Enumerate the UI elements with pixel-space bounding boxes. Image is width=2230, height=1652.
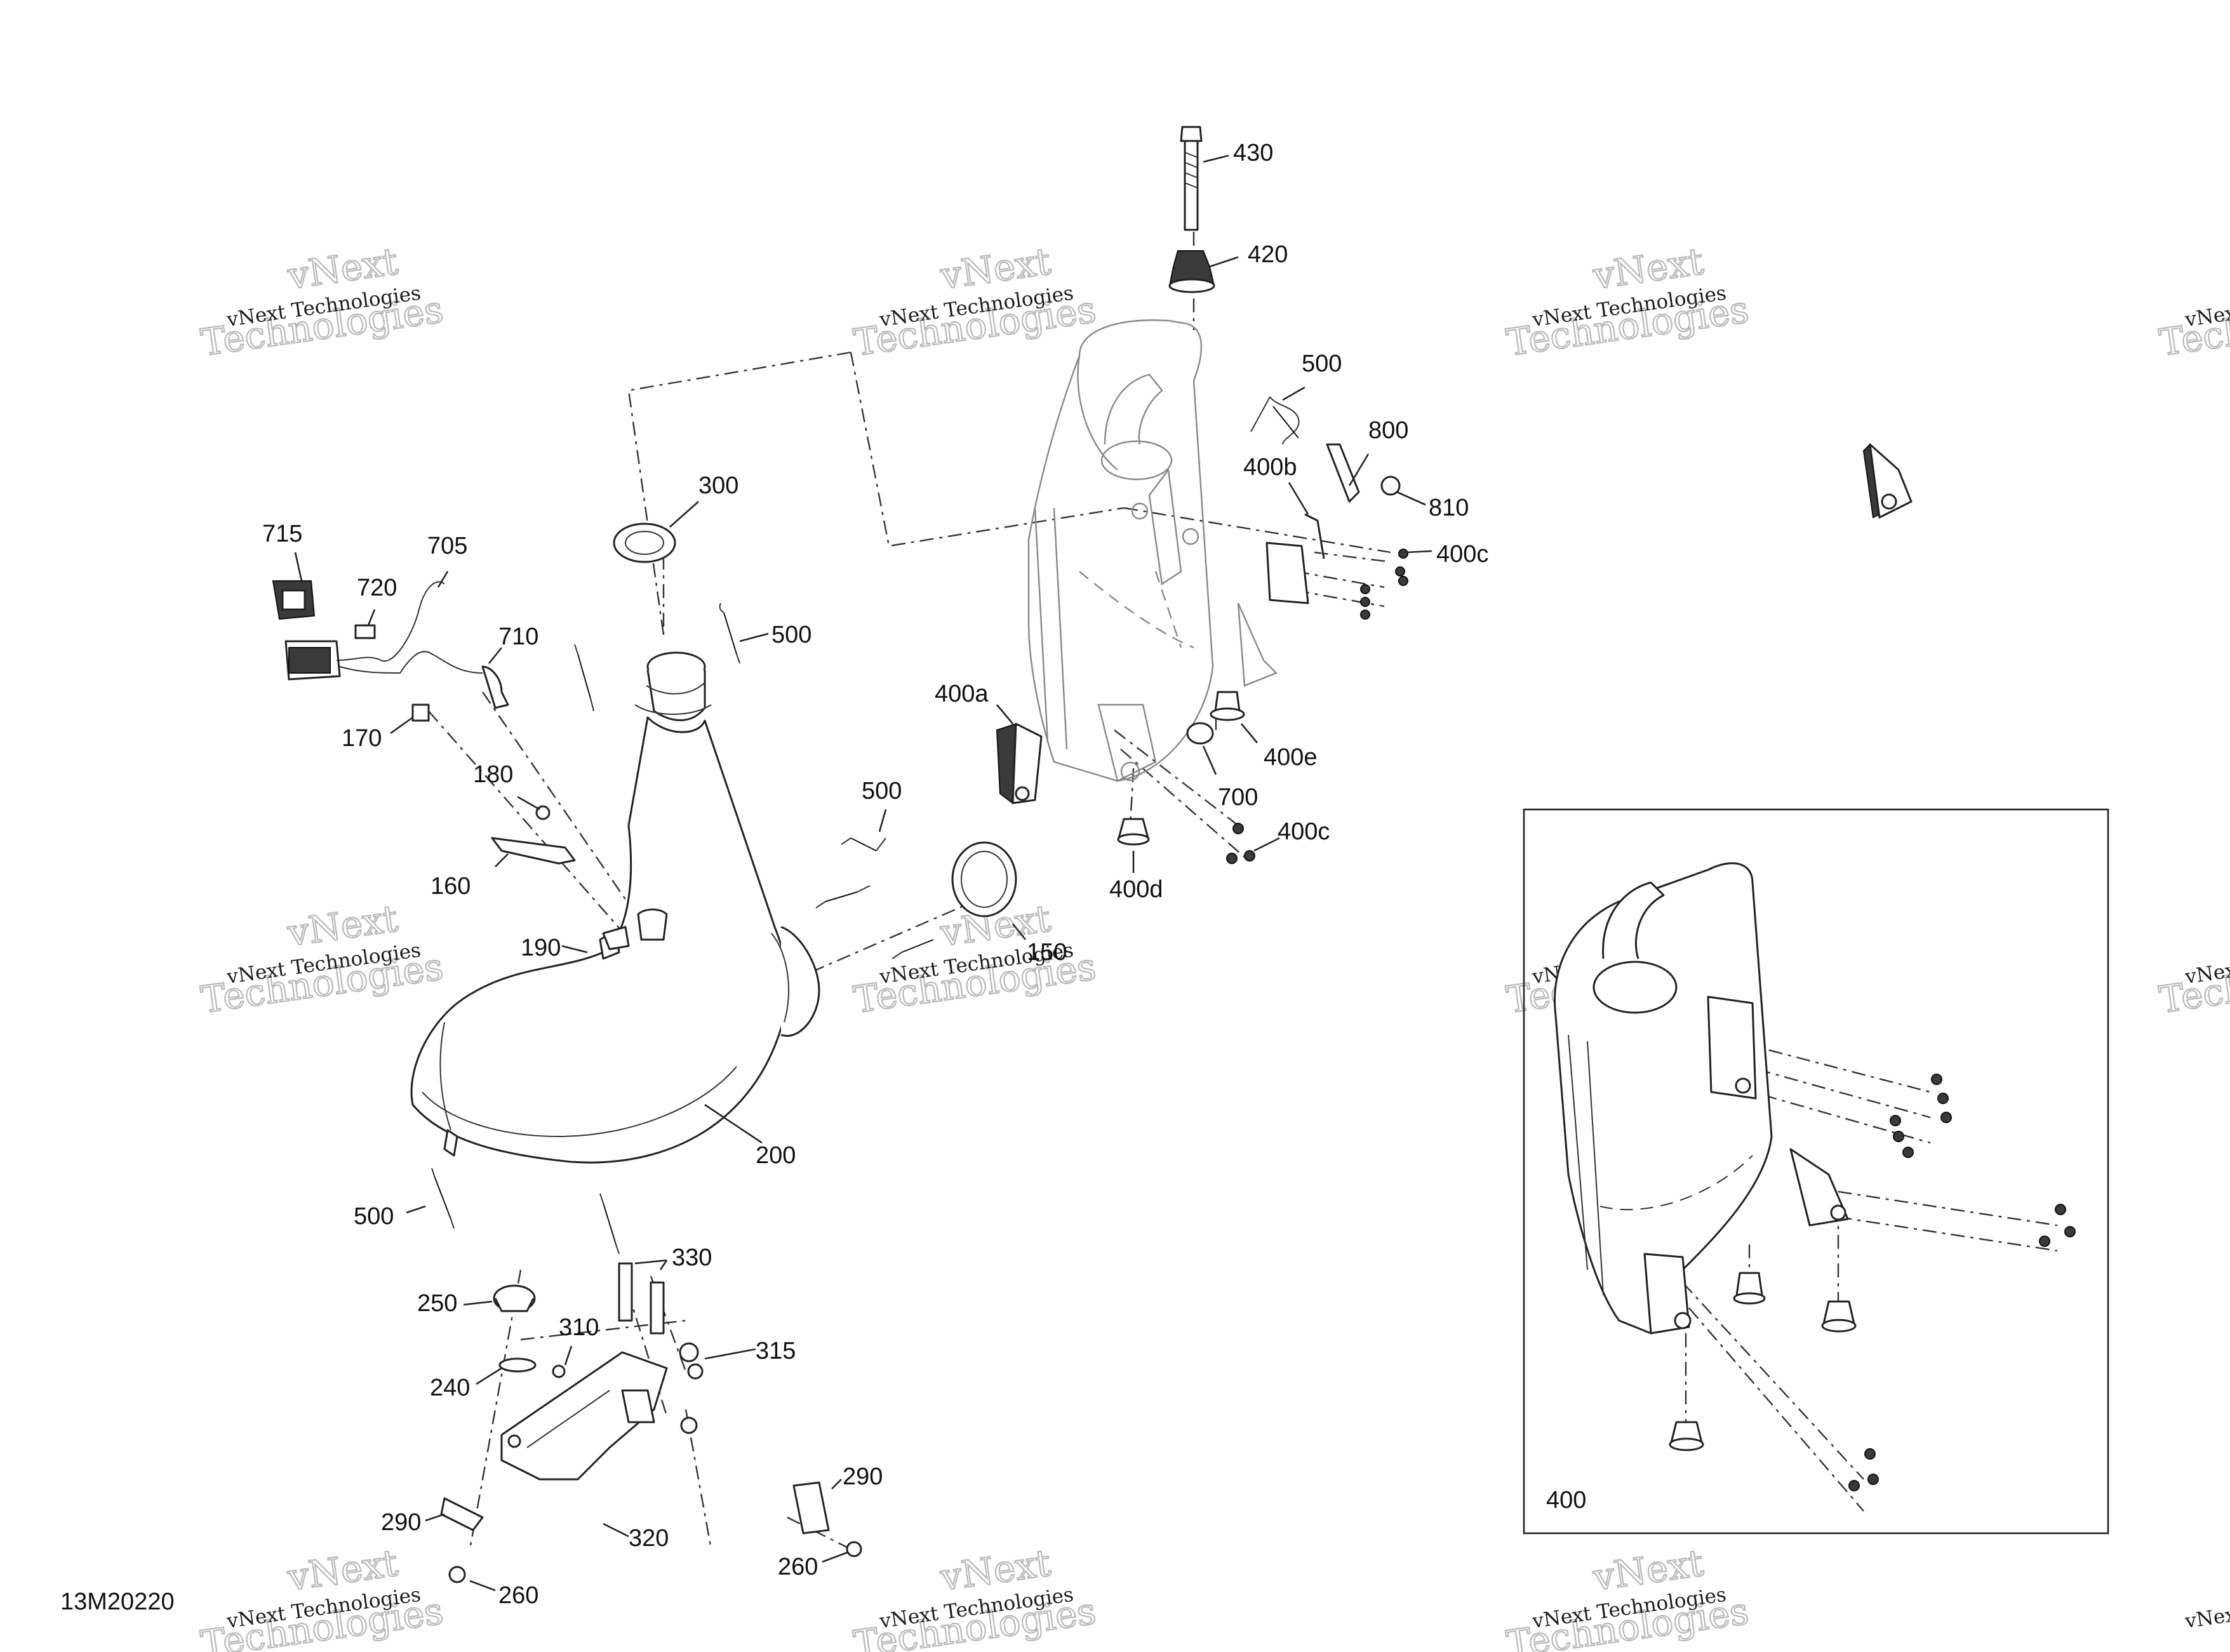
watermark: Technologies vNext Technologies vNext: [1503, 239, 1752, 365]
springs: [431, 603, 934, 1255]
watermark: Technologies vNext Technologies vNext: [197, 239, 446, 365]
inset-label: 400: [1546, 1487, 1586, 1514]
watermark: Technologies vNext Technologies vNext: [850, 239, 1099, 365]
callout-160: 160: [431, 873, 471, 900]
bracket-160: [491, 805, 668, 950]
watermark: Technologies vNext Technologies: [2156, 282, 2230, 365]
callout-810: 810: [1429, 495, 1469, 521]
callout-400c: 400c: [1436, 541, 1488, 568]
nut-810: [1380, 476, 1401, 496]
inset-400-panel: 400: [1523, 808, 2109, 1535]
callout-150: 150: [1027, 939, 1067, 966]
clip-800: [1326, 443, 1360, 503]
watermarks: Technologies vNext Technologies vNext Te…: [197, 239, 2230, 1652]
callout-420: 420: [1248, 241, 1288, 268]
callout-260: 260: [498, 1582, 538, 1609]
watermark: Technologies vNext Technologies: [2156, 939, 2230, 1022]
callout-290: 290: [381, 1509, 421, 1536]
bracket-standalone: [1862, 443, 1913, 519]
callout-715: 715: [262, 521, 302, 547]
ring-300: [613, 523, 676, 563]
svg-text:vNext Technologies: vNext Technologies: [2183, 939, 2230, 989]
inset-frame: [1523, 808, 2109, 1535]
callout-250: 250: [417, 1290, 457, 1317]
callout-180: 180: [473, 761, 513, 788]
muffler: [1027, 319, 1278, 782]
callout-720: 720: [357, 575, 397, 601]
callout-200: 200: [756, 1142, 796, 1169]
callout-400b: 400b: [1243, 454, 1297, 481]
leader-lines: [294, 154, 1432, 1592]
callout-240: 240: [430, 1375, 470, 1401]
callout-500: 500: [771, 622, 811, 648]
expansion-chamber-200: [410, 651, 820, 1164]
watermark: Technologies vNext Technologies vNext: [197, 1540, 446, 1652]
drawing-number: 13M20220: [60, 1589, 175, 1615]
heat-shield-400a: [996, 723, 1043, 804]
callout-300: 300: [698, 472, 738, 499]
callout-170: 170: [342, 725, 382, 752]
svg-text:vNext Technologies: vNext Technologies: [2183, 1583, 2230, 1634]
callout-330: 330: [672, 1244, 712, 1271]
svg-text:vNext Technologies: vNext Technologies: [2183, 282, 2230, 332]
screws-400c-bottom: [1226, 823, 1255, 864]
callout-430: 430: [1233, 140, 1273, 166]
bracket-400b: [1265, 513, 1325, 604]
grommet-400e: [1210, 691, 1245, 721]
callout-400c: 400c: [1278, 818, 1330, 845]
callout-400d: 400d: [1109, 876, 1163, 903]
screws-400c-top: [1360, 549, 1408, 620]
callout-320: 320: [629, 1525, 669, 1552]
ring-150: [951, 841, 1017, 917]
svg-text:vNext: vNext: [284, 1541, 401, 1599]
callout-315: 315: [756, 1338, 796, 1364]
bolt-430: [1180, 126, 1203, 231]
grommet-400d: [1117, 818, 1150, 846]
assembly-lines: [428, 203, 2058, 1550]
callout-400a: 400a: [935, 681, 989, 707]
callout-400e: 400e: [1264, 744, 1318, 771]
callout-705: 705: [427, 533, 467, 559]
callout-310: 310: [559, 1314, 599, 1341]
sensor-assembly: [272, 580, 509, 722]
watermark: Technologies vNext Technologies vNext: [197, 896, 446, 1022]
callout-500: 500: [862, 778, 902, 804]
callout-700: 700: [1218, 784, 1258, 811]
bottom-bracket-assembly: [440, 1262, 862, 1583]
callout-800: 800: [1368, 417, 1408, 444]
callout-290: 290: [843, 1463, 883, 1490]
callout-710: 710: [498, 623, 538, 650]
watermark: Technologies vNext Technologies vNext: [850, 1540, 1099, 1652]
callout-500: 500: [1302, 350, 1342, 377]
callout-500: 500: [354, 1203, 394, 1230]
callout-labels: 430 420 500 800 400b 810 400c 300 715 70…: [262, 140, 1488, 1609]
callout-260: 260: [778, 1554, 818, 1580]
watermark: Technologies vNext Technologies vNext: [1503, 1540, 1752, 1652]
grommet-420: [1168, 250, 1215, 293]
plug-700: [1186, 722, 1214, 745]
callout-190: 190: [521, 935, 561, 961]
watermark: vNext Technologies: [2183, 1583, 2230, 1634]
spring-500-top: [1250, 396, 1300, 445]
